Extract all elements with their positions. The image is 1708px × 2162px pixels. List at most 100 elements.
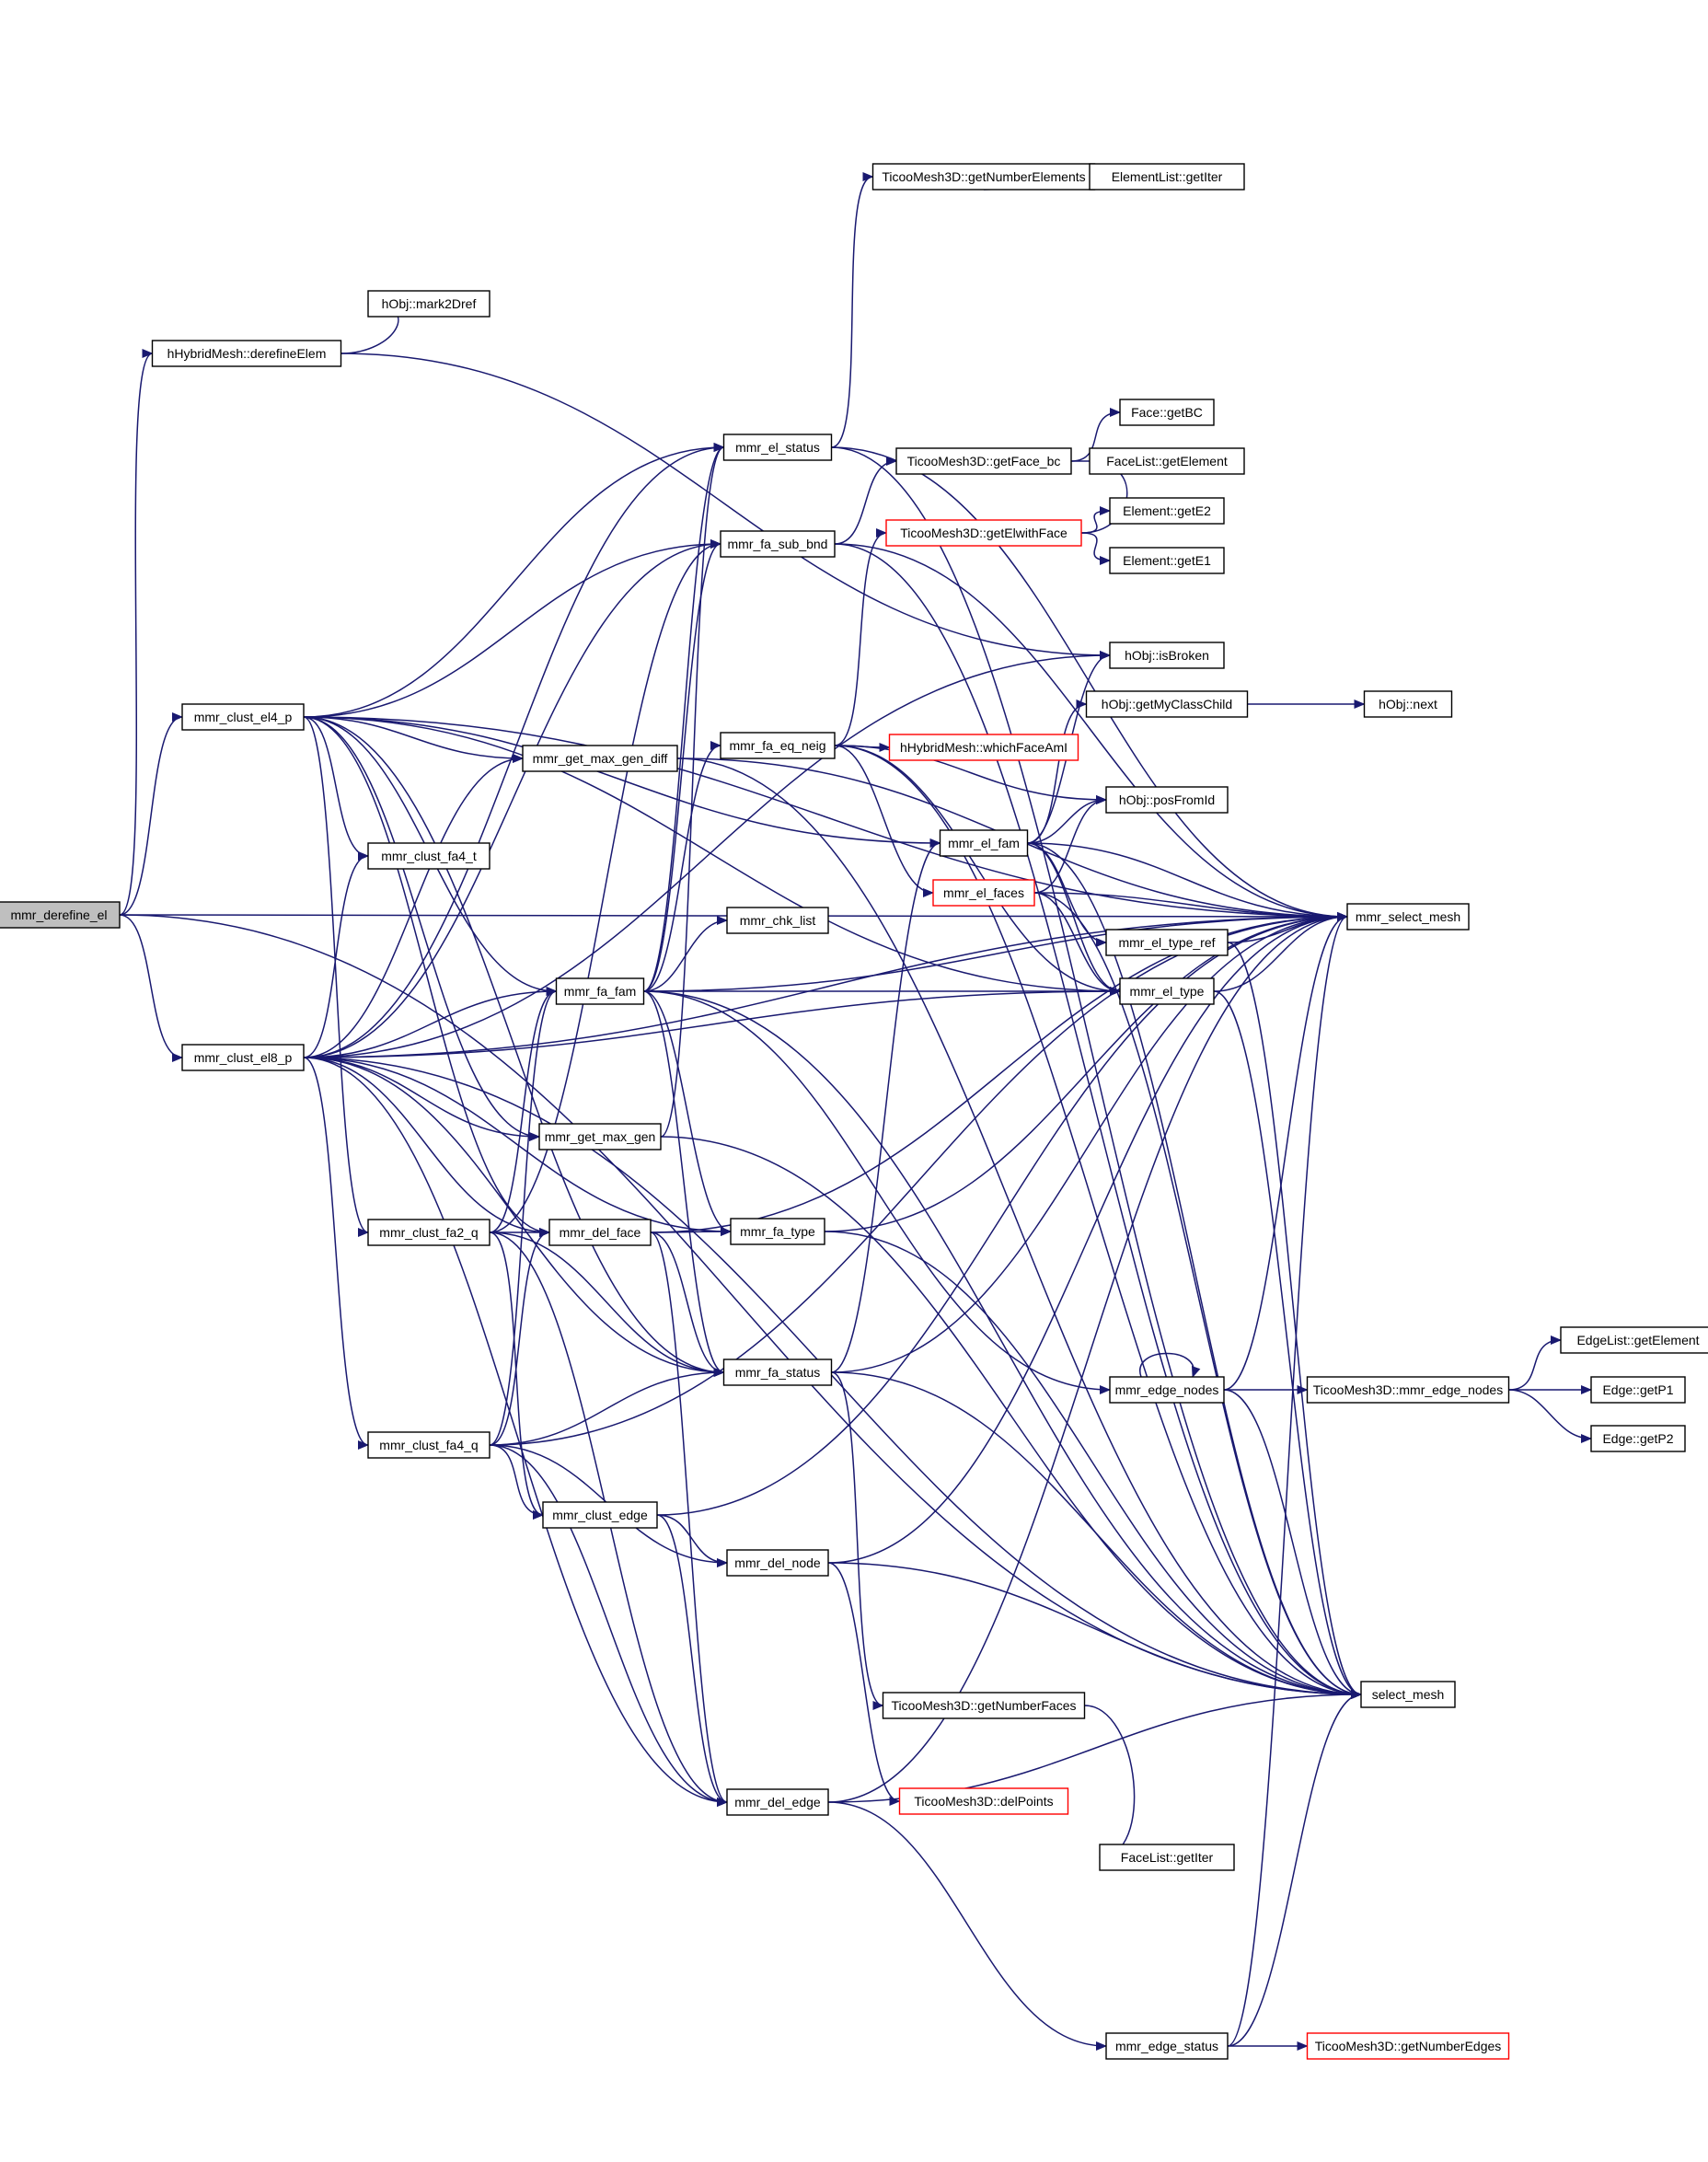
node-mmr-chk-list[interactable]: mmr_chk_list [726, 907, 829, 934]
node-ticoomesh3d-getnumberfaces[interactable]: TicooMesh3D::getNumberFaces [882, 1692, 1086, 1719]
node-mmr-derefine-el[interactable]: mmr_derefine_el [0, 901, 121, 929]
node-label: select_mesh [1372, 1687, 1445, 1702]
node-box [885, 519, 1082, 547]
node-label: mmr_clust_edge [552, 1508, 648, 1522]
edge-mmr-clust-fa2-q-to-mmr-fa-sub-bnd [489, 539, 721, 1233]
node-element-gete2[interactable]: Element::getE2 [1109, 497, 1225, 525]
node-mmr-clust-el8-p[interactable]: mmr_clust_el8_p [181, 1044, 305, 1071]
node-mmr-del-edge[interactable]: mmr_del_edge [726, 1788, 829, 1816]
node-edge-getp2[interactable]: Edge::getP2 [1590, 1425, 1686, 1452]
edge-mmr-clust-el4-p-to-mmr-del-face [303, 716, 550, 1237]
node-box [1105, 2032, 1229, 2060]
node-hobj-getmyclasschild[interactable]: hObj::getMyClassChild [1085, 690, 1249, 718]
edge-mmr-el-fam-to-mmr-select-mesh [1027, 842, 1348, 921]
edge-mmr-fa-sub-bnd-to-ticoomesh3d-getface-bc [834, 457, 897, 545]
edge-mmr-fa-fam-to-select-mesh [643, 990, 1362, 1699]
node-mmr-clust-edge[interactable]: mmr_clust_edge [542, 1501, 658, 1529]
edge-mmr-clust-el8-p-to-mmr-fa-status [303, 1057, 725, 1377]
node-edgelist-getelement[interactable]: EdgeList::getElement [1560, 1326, 1708, 1354]
node-mmr-clust-fa4-t[interactable]: mmr_clust_fa4_t [367, 842, 490, 870]
node-mmr-el-type-ref[interactable]: mmr_el_type_ref [1105, 929, 1229, 956]
node-mmr-get-max-gen[interactable]: mmr_get_max_gen [538, 1123, 662, 1150]
node-ticoomesh3d-getelwithface[interactable]: TicooMesh3D::getElwithFace [885, 519, 1082, 547]
node-box [1089, 447, 1245, 475]
node-mmr-select-mesh[interactable]: mmr_select_mesh [1346, 903, 1470, 931]
node-facelist-getiter[interactable]: FaceList::getIter [1099, 1844, 1235, 1871]
node-hobj-mark2dref[interactable]: hObj::mark2Dref [367, 290, 490, 318]
node-label: ElementList::getIter [1112, 169, 1223, 184]
edge-mmr-clust-fa2-q-to-mmr-clust-edge [489, 1231, 544, 1520]
node-hobj-posfromid[interactable]: hObj::posFromId [1105, 786, 1229, 814]
node-box [1109, 1376, 1225, 1404]
node-mmr-el-faces[interactable]: mmr_el_faces [932, 879, 1035, 907]
node-mmr-el-type[interactable]: mmr_el_type [1119, 977, 1215, 1005]
node-label: hHybridMesh::derefineElem [167, 346, 327, 361]
node-label: mmr_el_fam [948, 836, 1020, 850]
node-box [1306, 2032, 1510, 2060]
edge-mmr-clust-el4-p-to-mmr-el-status [303, 443, 725, 718]
edge-mmr-clust-fa4-q-to-mmr-del-face [489, 1228, 550, 1446]
node-mmr-clust-el4-p[interactable]: mmr_clust_el4_p [181, 703, 305, 731]
node-label: Edge::getP1 [1602, 1382, 1673, 1397]
node-select-mesh[interactable]: select_mesh [1360, 1681, 1456, 1708]
node-hhybridmesh-whichfaceami[interactable]: hHybridMesh::whichFaceAmI [888, 734, 1079, 761]
node-facelist-getelement[interactable]: FaceList::getElement [1089, 447, 1245, 475]
node-elementlist-getiter[interactable]: ElementList::getIter [1089, 163, 1245, 191]
node-mmr-get-max-gen-diff[interactable]: mmr_get_max_gen_diff [522, 745, 678, 772]
node-mmr-fa-fam[interactable]: mmr_fa_fam [555, 977, 645, 1005]
node-mmr-fa-sub-bnd[interactable]: mmr_fa_sub_bnd [720, 530, 836, 558]
node-mmr-clust-fa2-q[interactable]: mmr_clust_fa2_q [367, 1219, 490, 1246]
edge-mmr-el-fam-to-mmr-el-type [1027, 842, 1121, 996]
node-hobj-isbroken[interactable]: hObj::isBroken [1109, 642, 1225, 669]
node-box [548, 1219, 652, 1246]
node-mmr-del-face[interactable]: mmr_del_face [548, 1219, 652, 1246]
node-hhybridmesh-derefineelem[interactable]: hHybridMesh::derefineElem [151, 340, 342, 367]
node-box [730, 1218, 825, 1245]
node-element-gete1[interactable]: Element::getE1 [1109, 547, 1225, 574]
edge-mmr-fa-status-to-mmr-el-fam [831, 838, 941, 1373]
node-mmr-edge-status[interactable]: mmr_edge_status [1105, 2032, 1229, 2060]
node-box [542, 1501, 658, 1529]
node-hobj-next[interactable]: hObj::next [1363, 690, 1453, 718]
node-ticoomesh3d-getface-bc[interactable]: TicooMesh3D::getFace_bc [895, 447, 1072, 475]
node-mmr-edge-nodes[interactable]: mmr_edge_nodes [1109, 1376, 1225, 1404]
node-box [1360, 1681, 1456, 1708]
node-mmr-fa-type[interactable]: mmr_fa_type [730, 1218, 825, 1245]
node-label: mmr_del_face [560, 1225, 641, 1240]
node-label: hObj::posFromId [1119, 792, 1215, 807]
edge-mmr-fa-type-to-select-mesh [824, 1231, 1362, 1699]
edge-mmr-del-node-to-ticoomesh3d-delpoints [827, 1562, 901, 1806]
edge-mmr-edge-nodes-to-mmr-select-mesh [1223, 912, 1348, 1391]
node-label: hObj::isBroken [1125, 648, 1209, 663]
node-label: Edge::getP2 [1602, 1431, 1673, 1446]
node-face-getbc[interactable]: Face::getBC [1119, 399, 1215, 426]
node-ticoomesh3d-getnumberedges[interactable]: TicooMesh3D::getNumberEdges [1306, 2032, 1510, 2060]
node-label: mmr_el_status [735, 440, 820, 455]
node-mmr-fa-status[interactable]: mmr_fa_status [722, 1358, 833, 1386]
node-mmr-clust-fa4-q[interactable]: mmr_clust_fa4_q [367, 1431, 490, 1459]
edge-mmr-fa-type-to-mmr-select-mesh [824, 912, 1348, 1232]
node-label: mmr_el_faces [943, 885, 1024, 900]
nodes-layer: mmr_derefine_el hHybridMesh::derefineElem… [0, 163, 1708, 2060]
node-ticoomesh3d-mmr-edge-nodes[interactable]: TicooMesh3D::mmr_edge_nodes [1306, 1376, 1510, 1404]
node-box [1109, 547, 1225, 574]
edge-mmr-derefine-el-to-mmr-clust-el4-p [119, 712, 183, 916]
node-mmr-el-fam[interactable]: mmr_el_fam [939, 829, 1029, 857]
edge-hhybridmesh-derefineelem-to-hobj-isbroken [340, 353, 1111, 660]
node-label: mmr_clust_fa4_t [381, 849, 477, 863]
node-ticoomesh3d-delpoints[interactable]: TicooMesh3D::delPoints [898, 1787, 1069, 1815]
node-box [888, 734, 1079, 761]
node-mmr-el-status[interactable]: mmr_el_status [722, 434, 833, 461]
edge-mmr-clust-el8-p-to-mmr-get-max-gen [303, 1057, 540, 1141]
edge-mmr-fa-fam-to-mmr-fa-sub-bnd [643, 539, 721, 992]
node-ticoomesh3d-getnumberelements[interactable]: TicooMesh3D::getNumberElements [871, 163, 1096, 191]
node-mmr-fa-eq-neig[interactable]: mmr_fa_eq_neig [720, 732, 836, 759]
node-box [720, 732, 836, 759]
node-box [0, 901, 121, 929]
node-label: hObj::mark2Dref [382, 296, 477, 311]
edge-mmr-clust-fa4-q-to-mmr-del-edge [489, 1444, 728, 1807]
edge-ticoomesh3d-getface-bc-to-face-getbc [1070, 408, 1121, 462]
node-edge-getp1[interactable]: Edge::getP1 [1590, 1376, 1686, 1404]
node-label: mmr_select_mesh [1356, 909, 1460, 924]
node-mmr-del-node[interactable]: mmr_del_node [726, 1549, 829, 1577]
